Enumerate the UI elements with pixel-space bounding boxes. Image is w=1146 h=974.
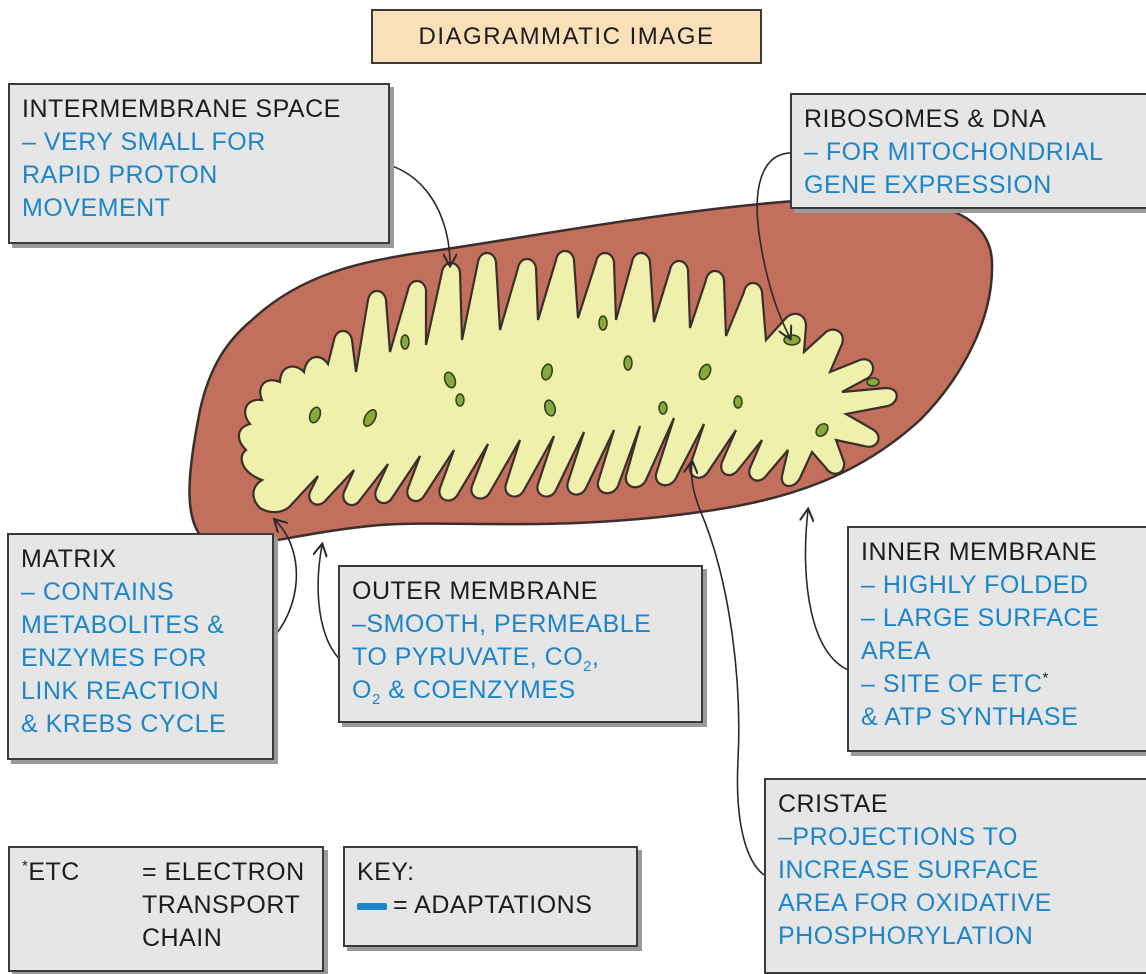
intermembrane-line: MOVEMENT [22, 192, 376, 225]
ribosome [456, 394, 464, 406]
key-heading: KEY: [357, 856, 624, 889]
inner-line: – HIGHLY FOLDED [861, 569, 1138, 602]
etc-definition: CHAIN [142, 922, 222, 955]
etc-definition: TRANSPORT [142, 889, 300, 922]
footnote-mark: * [1043, 670, 1049, 687]
cristae-line: AREA FOR OXIDATIVE [778, 887, 1138, 920]
cristae-heading: CRISTAE [778, 788, 1138, 821]
etc-definition: = ELECTRON [142, 856, 305, 889]
ribosome [401, 335, 409, 349]
matrix-heading: MATRIX [21, 543, 260, 576]
matrix-line: & KREBS CYCLE [21, 708, 260, 741]
ribosomes-dna-label: RIBOSOMES & DNA – FOR MITOCHONDRIAL GENE… [790, 93, 1146, 209]
cristae-line: PHOSPHORYLATION [778, 920, 1138, 953]
matrix-line: ENZYMES FOR [21, 642, 260, 675]
intermembrane-space-label: INTERMEMBRANE SPACE – VERY SMALL FOR RAP… [8, 83, 390, 244]
etc-abbreviation: *ETC [22, 856, 142, 889]
diagram-title: DIAGRAMMATIC IMAGE [371, 9, 762, 64]
adaptation-swatch [357, 903, 387, 910]
intermembrane-line: – VERY SMALL FOR [22, 126, 376, 159]
outer-line: TO PYRUVATE, CO2, [352, 641, 689, 674]
intermembrane-heading: INTERMEMBRANE SPACE [22, 93, 376, 126]
ribosome [599, 316, 607, 330]
ribosomes-line: – FOR MITOCHONDRIAL [804, 136, 1136, 169]
ribosomes-heading: RIBOSOMES & DNA [804, 103, 1136, 136]
ribosome [734, 396, 742, 408]
intermembrane-line: RAPID PROTON [22, 159, 376, 192]
outer-line: O2 & COENZYMES [352, 674, 689, 707]
outer-heading: OUTER MEMBRANE [352, 575, 689, 608]
key-box: KEY: = ADAPTATIONS [343, 846, 638, 947]
matrix-label: MATRIX – CONTAINS METABOLITES & ENZYMES … [7, 533, 274, 760]
matrix-line: – CONTAINS [21, 576, 260, 609]
matrix-line: METABOLITES & [21, 609, 260, 642]
ribosomes-line: GENE EXPRESSION [804, 169, 1136, 202]
cristae-leader [691, 462, 772, 879]
inner-membrane-label: INNER MEMBRANE – HIGHLY FOLDED – LARGE S… [847, 526, 1146, 752]
ribosome [659, 402, 667, 414]
ribosome [624, 356, 632, 370]
cristae-line: INCREASE SURFACE [778, 854, 1138, 887]
inner-line: & ATP SYNTHASE [861, 701, 1138, 734]
key-entry: = ADAPTATIONS [357, 889, 624, 922]
cristae-line: –PROJECTIONS TO [778, 821, 1138, 854]
matrix-line: LINK REACTION [21, 675, 260, 708]
inner-heading: INNER MEMBRANE [861, 536, 1138, 569]
outer-line: –SMOOTH, PERMEABLE [352, 608, 689, 641]
inner-line: AREA [861, 635, 1138, 668]
inner-line: – LARGE SURFACE [861, 602, 1138, 635]
inner-line: – SITE OF ETC* [861, 668, 1138, 701]
etc-footnote-box: *ETC = ELECTRON TRANSPORT CHAIN [8, 846, 324, 972]
outer-membrane-label: OUTER MEMBRANE –SMOOTH, PERMEABLE TO PYR… [338, 565, 703, 723]
cristae-label: CRISTAE –PROJECTIONS TO INCREASE SURFACE… [764, 778, 1146, 974]
ribosome [784, 335, 800, 345]
ribosome [867, 378, 879, 386]
